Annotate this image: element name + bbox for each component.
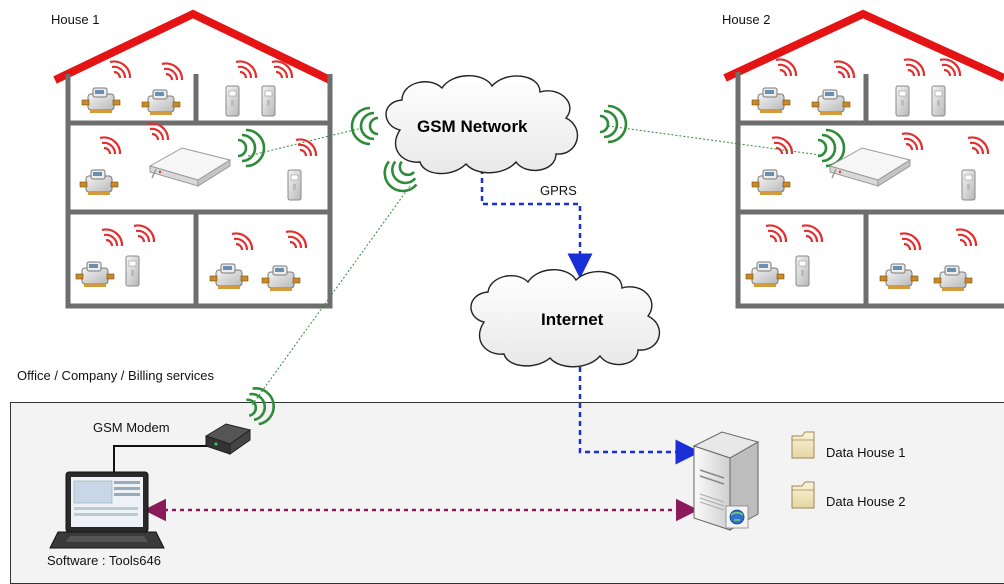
laptop [49,471,165,549]
modem-cable [113,445,207,478]
folder-icon-house-1 [791,431,815,459]
gsm-modem-label: GSM Modem [93,420,170,435]
software-label: Software : Tools646 [47,553,161,568]
house-1-roof [53,9,332,84]
folder-icon-house-2 [791,481,815,509]
house-1-walls [65,74,333,309]
gsm-network-cloud [385,75,579,175]
gsm-links [247,125,821,406]
network-diagram [49,9,1004,549]
house-1-label: House 1 [51,12,100,27]
data-house-1-label: Data House 1 [826,445,906,460]
internet-label: Internet [541,310,604,329]
gsm-network-label: GSM Network [417,117,528,136]
house-1 [53,9,333,309]
office-area [10,402,1004,584]
house-2-roof [723,9,1004,82]
office-label: Office / Company / Billing services [17,368,214,383]
internet-to-server-link [578,358,701,465]
house-2 [723,9,1004,309]
house-2-walls [735,72,1004,309]
data-house-2-label: Data House 2 [826,494,906,509]
gprs-label: GPRS [540,183,577,198]
gprs-link [480,160,593,279]
gsm-modem [204,423,252,455]
house-2-label: House 2 [722,12,771,27]
server [692,431,760,531]
internet-cloud [470,269,661,368]
